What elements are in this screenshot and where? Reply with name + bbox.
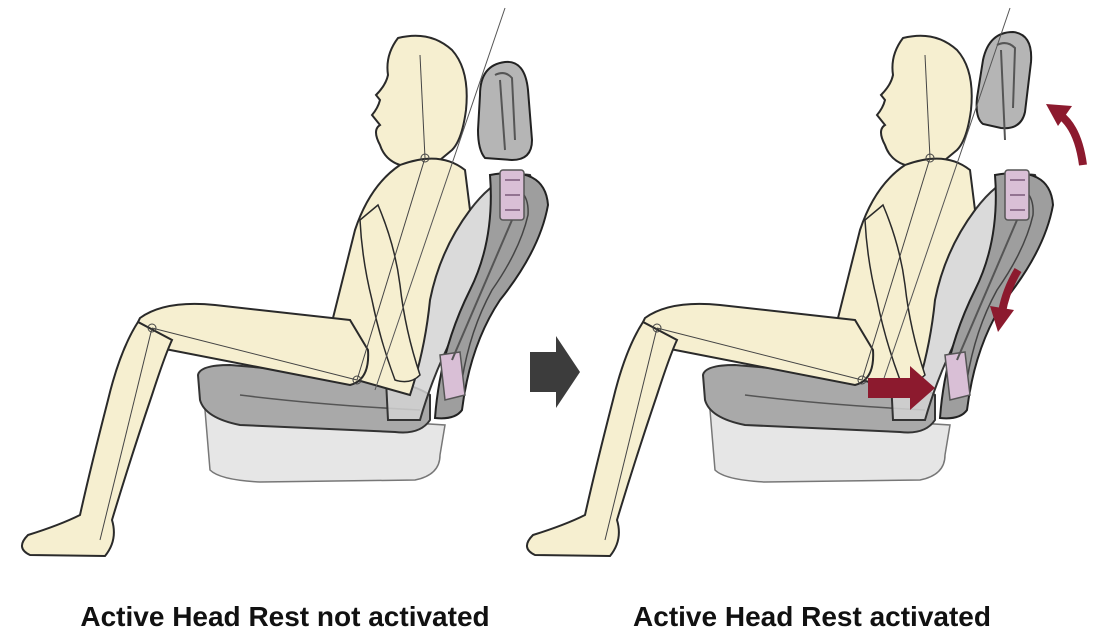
panel-activated [527, 8, 1053, 556]
caption-activated: Active Head Rest activated [572, 600, 1052, 634]
panel-not-activated [22, 8, 548, 556]
head-rest [478, 62, 532, 160]
arrow-right-icon [530, 336, 580, 408]
caption-not-activated: Active Head Rest not activated [60, 600, 510, 634]
diagram-canvas [0, 0, 1093, 600]
curved-arrow-icon [1046, 104, 1083, 165]
head-rest [977, 32, 1032, 140]
